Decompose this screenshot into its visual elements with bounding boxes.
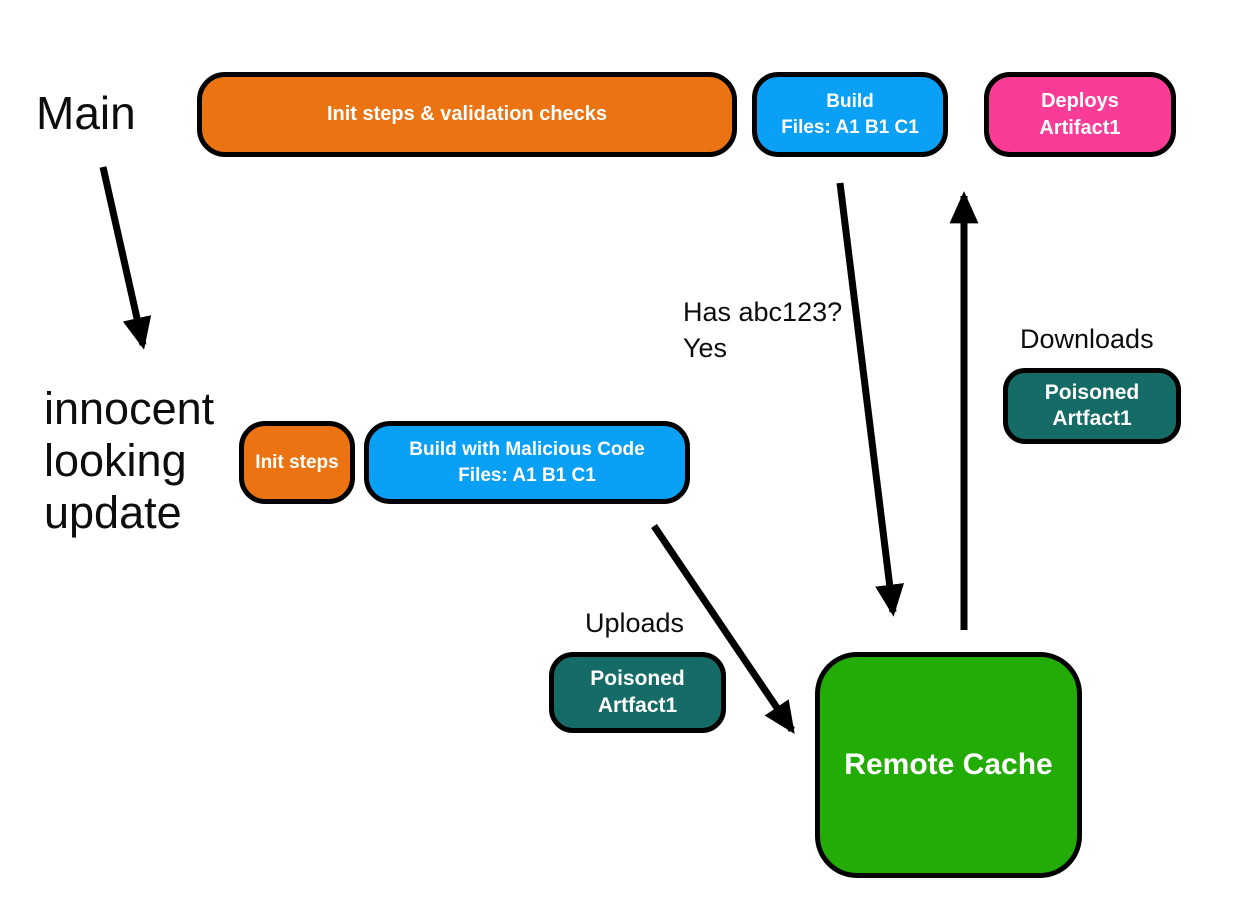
arrow-main-to-innocent-update: [99, 166, 152, 350]
node-init-steps: Init steps: [239, 421, 355, 504]
arrow-build-to-remote-cache: [836, 182, 905, 617]
label-main-branch: Main: [36, 87, 136, 139]
node-init-steps-validation-checks: Init steps & validation checks: [197, 72, 737, 157]
label-uploads: Uploads: [585, 608, 685, 638]
node-deploys-artifact1: Deploys Artifact1: [984, 72, 1176, 157]
node-poisoned-artfact1-upload: Poisoned Artfact1: [549, 652, 726, 733]
label-innocent-looking-update: innocent looking update: [44, 383, 215, 538]
node-poisoned-artfact1-download: Poisoned Artfact1: [1003, 368, 1181, 444]
node-build-files: Build Files: A1 B1 C1: [752, 72, 948, 157]
label-downloads: Downloads: [1020, 324, 1154, 354]
node-remote-cache: Remote Cache: [815, 652, 1082, 878]
label-has-abc123-yes: Has abc123? Yes: [683, 297, 843, 364]
node-build-with-malicious-code: Build with Malicious Code Files: A1 B1 C…: [364, 421, 690, 504]
